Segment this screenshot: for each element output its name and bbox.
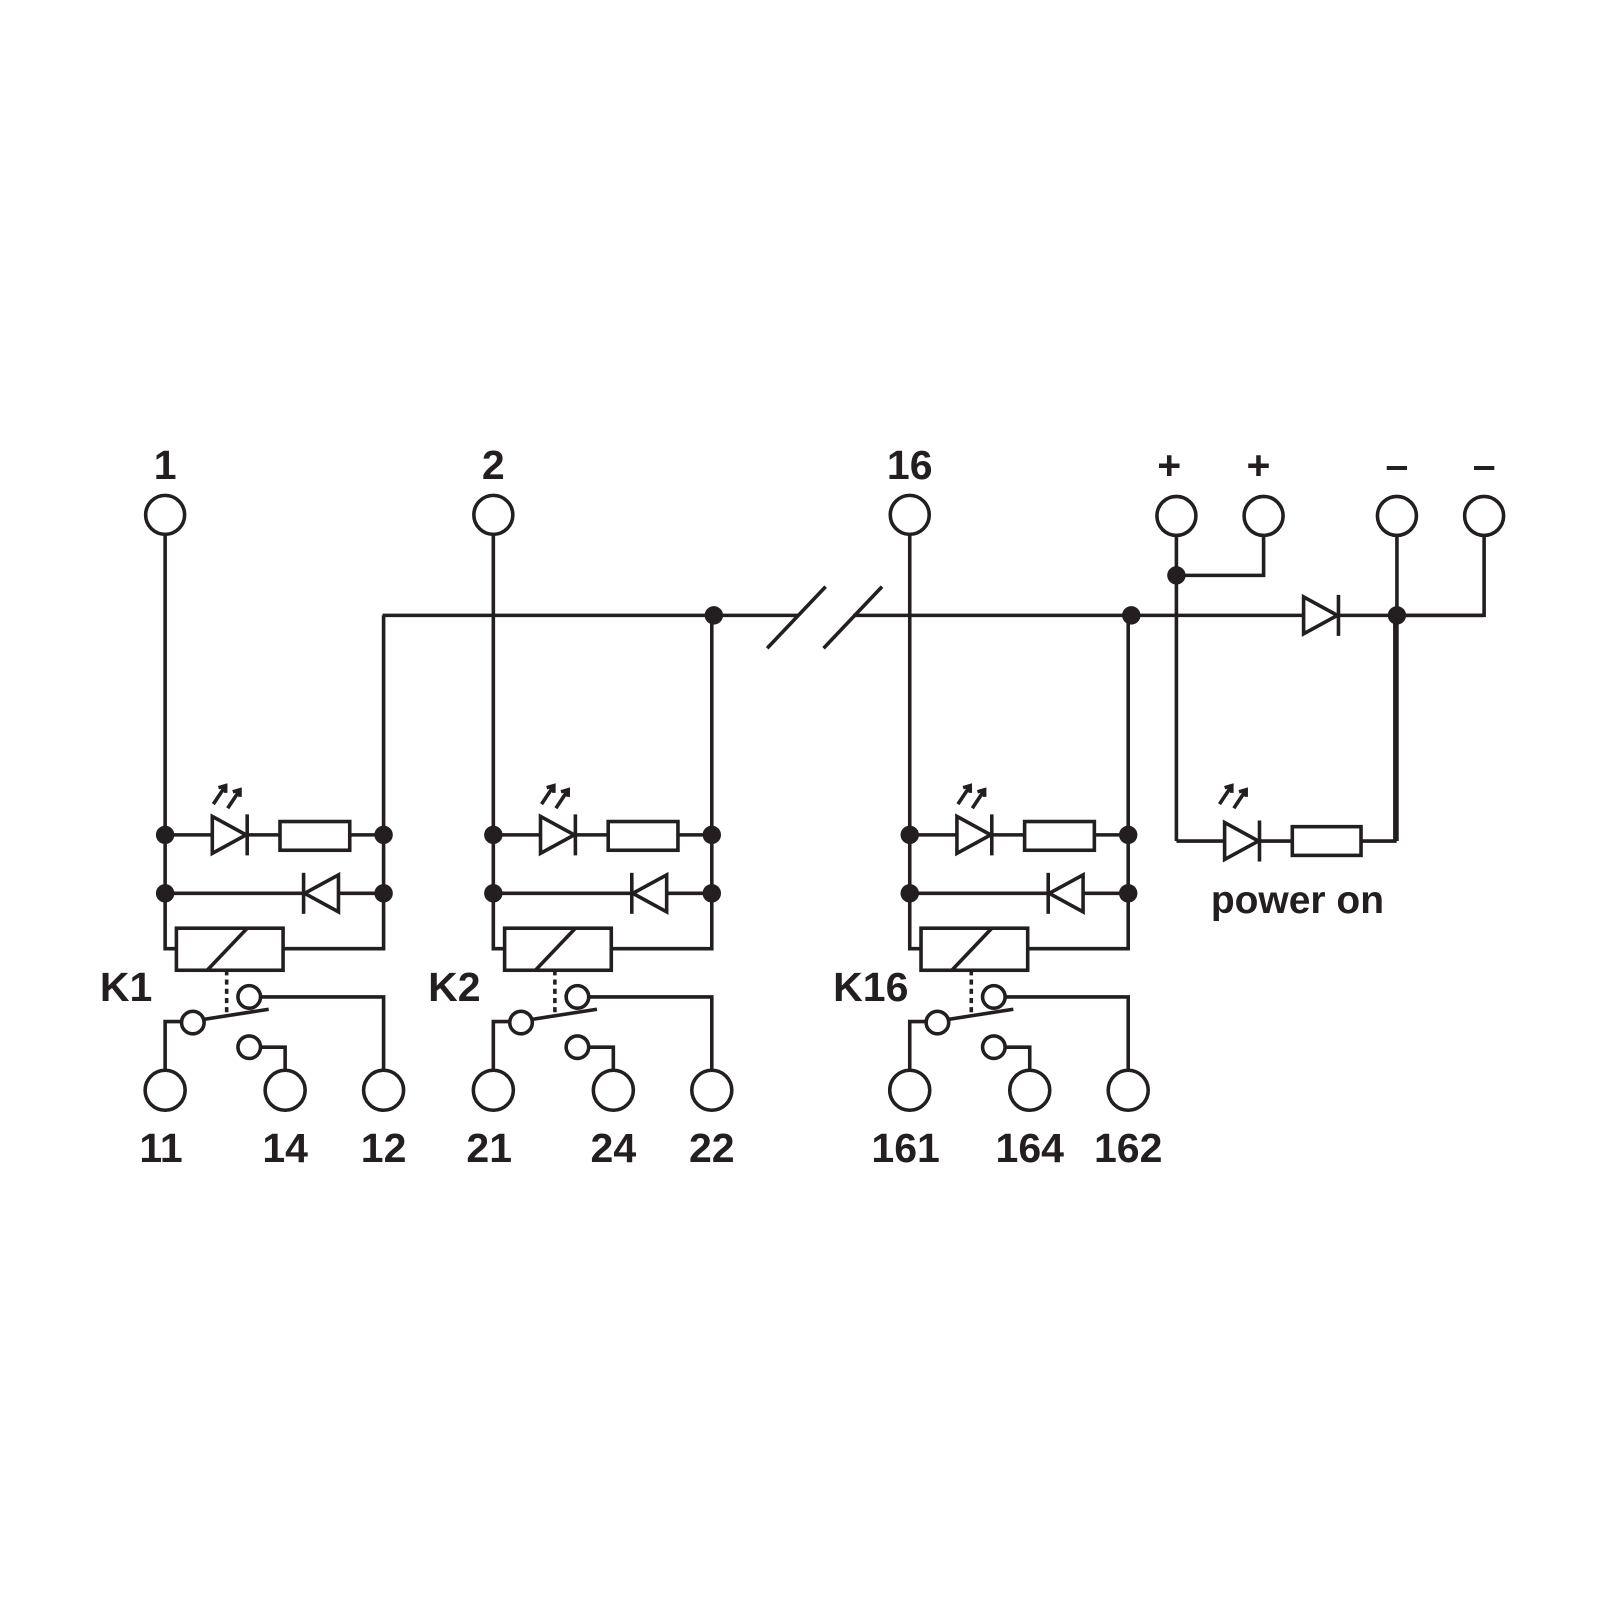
junction-dot [1118, 825, 1138, 845]
relay-channel-k2: 2K2 21 24 22 [428, 442, 734, 1171]
relay-coil-icon [174, 926, 285, 973]
power-supply-section: + + – – power on [382, 442, 1506, 922]
output-terminal-label: 14 [262, 1125, 308, 1171]
power-led-icon [1217, 783, 1263, 863]
output-terminal-label: 21 [466, 1125, 512, 1171]
input-terminal [888, 493, 932, 537]
input-terminal-label: 16 [887, 442, 933, 488]
relay-coil-icon [919, 926, 1030, 973]
output-terminal [143, 1068, 187, 1113]
common-wire [1027, 615, 1130, 951]
minus-bridge-wire [1396, 536, 1486, 618]
bus-break-slash [765, 585, 827, 650]
output-terminal [1007, 1068, 1052, 1113]
status-led-icon [538, 783, 579, 857]
junction-dot [1122, 606, 1141, 625]
changeover-contact-icon [163, 983, 386, 1071]
changeover-contact-icon [491, 983, 714, 1071]
junction-dot [704, 606, 724, 625]
relay-label: K2 [428, 964, 480, 1010]
input-terminal-label: 1 [154, 442, 177, 488]
label-plus-1: + [1157, 442, 1181, 488]
terminal-plus-1 [1155, 494, 1198, 538]
input-terminal [472, 493, 515, 537]
input-terminal-label: 2 [482, 442, 505, 488]
junction-dot [155, 825, 175, 845]
label-minus-2: – [1473, 442, 1496, 488]
output-terminal [471, 1068, 516, 1113]
output-terminal-label: 164 [996, 1125, 1065, 1171]
output-terminal [1106, 1068, 1150, 1113]
output-terminal-label: 11 [139, 1125, 182, 1171]
input-wire [907, 534, 922, 951]
junction-dot [484, 825, 503, 845]
input-wire [163, 534, 177, 951]
protection-diode-icon [1301, 593, 1342, 637]
relay-channel-k1: 1K1 11 14 12 [100, 442, 406, 1171]
terminal-plus-2 [1242, 494, 1285, 538]
junction-dot [155, 884, 175, 903]
output-terminal-label: 162 [1094, 1125, 1162, 1171]
power-led-resistor-icon [1290, 824, 1363, 858]
freewheel-diode-icon [1045, 871, 1085, 915]
status-led-icon [210, 783, 250, 857]
relay-label: K1 [100, 964, 152, 1010]
junction-dot [900, 825, 919, 845]
freewheel-diode-icon [629, 871, 669, 915]
junction-dot [702, 884, 722, 903]
junction-dot [1387, 606, 1407, 625]
output-terminal [689, 1068, 734, 1113]
changeover-contact-icon [907, 983, 1130, 1071]
junction-dot [374, 884, 393, 903]
common-wire [611, 615, 714, 951]
output-terminal-label: 161 [871, 1125, 939, 1171]
bus-break-slash [822, 585, 884, 650]
terminal-minus-2 [1462, 494, 1506, 538]
junction-dot [1118, 884, 1138, 903]
relay-coil-icon [502, 926, 614, 973]
output-terminal [263, 1068, 307, 1113]
output-terminal [591, 1068, 636, 1113]
output-terminal [887, 1068, 932, 1113]
terminal-minus-1 [1375, 494, 1419, 538]
junction-dot [702, 825, 722, 845]
output-terminal-label: 12 [361, 1125, 407, 1171]
led-resistor-icon [278, 819, 352, 853]
power-led-wire [1176, 615, 1397, 843]
status-led-icon [955, 783, 995, 857]
led-resistor-icon [1022, 819, 1097, 853]
input-wire [491, 534, 505, 951]
led-resistor-icon [606, 819, 680, 853]
power-on-label: power on [1211, 879, 1384, 922]
input-terminal [143, 493, 187, 537]
output-terminal-label: 24 [591, 1125, 637, 1171]
junction-dot [484, 884, 503, 903]
output-terminal [361, 1068, 406, 1113]
common-wire [283, 615, 386, 951]
freewheel-diode-icon [300, 871, 341, 915]
label-plus-2: + [1246, 442, 1270, 488]
relay-label: K16 [833, 964, 908, 1010]
junction-dot [1167, 566, 1186, 585]
junction-dot [900, 884, 919, 903]
output-terminal-label: 22 [689, 1125, 735, 1171]
junction-dot [374, 825, 393, 845]
label-minus-1: – [1386, 442, 1409, 488]
plus-bridge-wire [1176, 536, 1266, 578]
